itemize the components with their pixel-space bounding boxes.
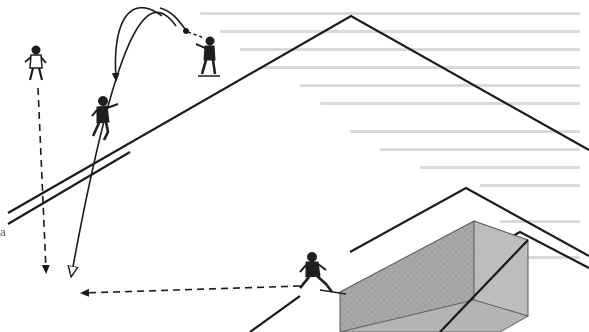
player-top-left [24,45,47,81]
edge-text: a [0,224,6,239]
player-near-goal [298,252,347,295]
pass-arrows [37,6,301,297]
pitch-outline [7,14,589,225]
player-top-center [195,36,220,77]
goal [339,220,530,332]
ball [183,28,189,34]
player-left-middle [91,96,119,141]
